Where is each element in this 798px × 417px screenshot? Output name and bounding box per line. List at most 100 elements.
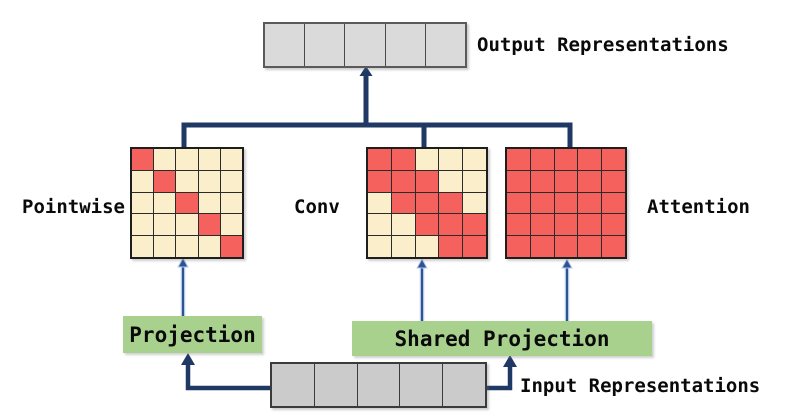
matrix-cell-inactive (220, 170, 242, 192)
representation-cell (305, 24, 345, 66)
attention-matrix (505, 147, 627, 259)
representation-cell (345, 24, 385, 66)
conv-matrix (366, 147, 488, 259)
matrix-cell-inactive (154, 149, 176, 170)
matrix-cell-active (507, 149, 530, 170)
projection-box: Projection (123, 316, 262, 353)
matrix-cell-inactive (463, 192, 486, 214)
matrix-cell-active (198, 214, 220, 236)
attention-label: Attention (647, 196, 750, 218)
matrix-cell-active (415, 170, 439, 192)
matrix-cell-active (154, 170, 176, 192)
matrix-cell-active (463, 214, 486, 236)
representation-cell (385, 24, 425, 66)
representation-cell (400, 364, 443, 406)
pointwise-label: Pointwise (22, 196, 125, 218)
matrix-cell-inactive (368, 214, 391, 236)
matrix-cell-active (391, 149, 415, 170)
matrix-cell-inactive (198, 236, 220, 257)
matrix-cell-active (439, 236, 463, 257)
matrix-cell-inactive (368, 192, 391, 214)
matrix-cell-active (463, 236, 486, 257)
matrix-cell-active (530, 214, 554, 236)
matrix-cell-inactive (198, 149, 220, 170)
input-representations-label: Input Representations (520, 375, 761, 397)
input-representations-strip (270, 362, 487, 408)
matrix-cell-active (132, 149, 154, 170)
matrix-cell-inactive (368, 236, 391, 257)
projection-to-matrix-arrows (182, 265, 568, 321)
matrix-cell-active (391, 192, 415, 214)
matrix-cell-inactive (439, 149, 463, 170)
thin-arrow-halo (180, 264, 570, 321)
matrix-cell-active (554, 214, 578, 236)
matrix-cell-inactive (220, 192, 242, 214)
matrix-cell-inactive (154, 192, 176, 214)
matrix-cell-inactive (132, 192, 154, 214)
matrix-cell-active (602, 192, 625, 214)
matrix-cell-active (554, 149, 578, 170)
output-representations-strip (263, 22, 467, 68)
matrix-cell-active (602, 149, 625, 170)
matrix-cell-active (176, 192, 198, 214)
matrix-cell-active (554, 192, 578, 214)
matrix-cell-active (554, 170, 578, 192)
matrix-cell-active (602, 236, 625, 257)
matrix-cell-inactive (198, 192, 220, 214)
representation-cell (272, 364, 314, 406)
matrix-cell-inactive (132, 214, 154, 236)
matrix-cell-active (220, 236, 242, 257)
matrix-cell-active (507, 214, 530, 236)
matrix-cell-inactive (176, 149, 198, 170)
matrix-cell-active (602, 214, 625, 236)
matrix-cell-active (578, 170, 602, 192)
matrix-cell-active (530, 192, 554, 214)
representation-cell (357, 364, 400, 406)
matrix-cell-inactive (176, 236, 198, 257)
output-representations-label: Output Representations (477, 34, 729, 56)
matrix-cell-inactive (391, 236, 415, 257)
matrix-cell-active (530, 149, 554, 170)
representation-cell (443, 364, 485, 406)
matrix-cell-active (391, 170, 415, 192)
matrix-cell-active (368, 170, 391, 192)
matrix-cell-active (507, 236, 530, 257)
representation-cell (425, 24, 466, 66)
matrix-cell-inactive (198, 170, 220, 192)
matrix-cell-inactive (220, 149, 242, 170)
matrix-cell-inactive (132, 170, 154, 192)
matrix-cell-inactive (391, 214, 415, 236)
matrices-to-output-connector (181, 71, 573, 147)
matrix-cell-inactive (463, 170, 486, 192)
matrix-cell-inactive (154, 214, 176, 236)
representation-cell (314, 364, 357, 406)
conv-label: Conv (294, 196, 340, 218)
matrix-cell-active (602, 170, 625, 192)
matrix-cell-active (578, 149, 602, 170)
matrix-cell-inactive (463, 149, 486, 170)
matrix-cell-active (554, 236, 578, 257)
matrix-cell-active (368, 149, 391, 170)
matrix-cell-inactive (415, 149, 439, 170)
matrix-cell-active (507, 192, 530, 214)
matrix-cell-inactive (132, 236, 154, 257)
matrix-cell-active (415, 192, 439, 214)
matrix-cell-active (507, 170, 530, 192)
matrix-cell-active (439, 214, 463, 236)
matrix-cell-inactive (176, 214, 198, 236)
pointwise-matrix (130, 147, 244, 259)
matrix-cell-inactive (415, 236, 439, 257)
projection-arrowheads (177, 256, 573, 269)
shared-projection-box: Shared Projection (352, 321, 652, 356)
matrix-cell-inactive (176, 170, 198, 192)
matrix-cell-inactive (154, 236, 176, 257)
matrix-cell-active (578, 236, 602, 257)
matrix-cell-active (530, 236, 554, 257)
matrix-cell-inactive (220, 214, 242, 236)
matrix-cell-active (439, 192, 463, 214)
representation-cell (265, 24, 305, 66)
matrix-cell-inactive (439, 170, 463, 192)
matrix-cell-active (530, 170, 554, 192)
matrix-cell-active (578, 214, 602, 236)
